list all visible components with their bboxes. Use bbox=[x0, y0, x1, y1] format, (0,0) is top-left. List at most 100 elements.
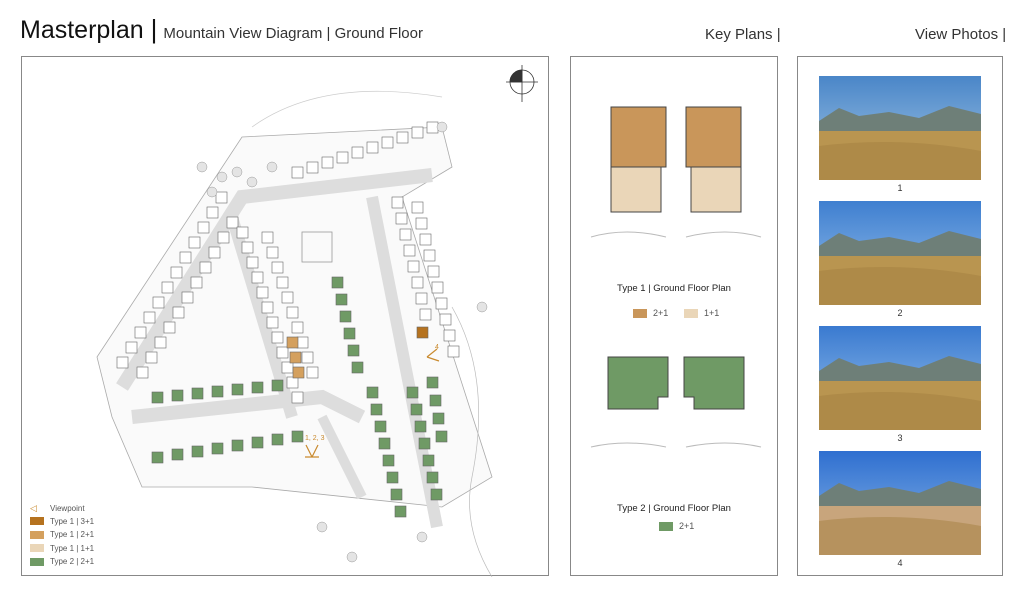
tree bbox=[206, 186, 218, 198]
house bbox=[366, 386, 379, 399]
house bbox=[215, 191, 228, 204]
photo-label: 2 bbox=[897, 308, 903, 318]
house bbox=[251, 271, 264, 284]
tree bbox=[266, 161, 278, 173]
view-photo-1[interactable] bbox=[819, 76, 981, 180]
view-photo-3[interactable] bbox=[819, 326, 981, 430]
house bbox=[414, 420, 427, 433]
legend-item: Type 1 | 2+1 bbox=[30, 530, 94, 539]
house bbox=[271, 261, 284, 274]
house bbox=[171, 448, 184, 461]
legend-item: Type 2 | 2+1 bbox=[30, 557, 94, 566]
house bbox=[145, 351, 158, 364]
road bbox=[366, 195, 443, 529]
house bbox=[188, 236, 201, 249]
type1-caption: Type 1 | Ground Floor Plan bbox=[617, 283, 731, 294]
house bbox=[291, 391, 304, 404]
house bbox=[217, 231, 230, 244]
house bbox=[286, 376, 299, 389]
house bbox=[431, 281, 444, 294]
page-title: Masterplan |Mountain View Diagram | Grou… bbox=[20, 14, 423, 45]
house bbox=[206, 206, 219, 219]
swatch bbox=[684, 308, 698, 318]
road bbox=[317, 414, 367, 500]
legend-swatch bbox=[30, 517, 44, 525]
house bbox=[181, 291, 194, 304]
house bbox=[395, 212, 408, 225]
house bbox=[435, 297, 448, 310]
house bbox=[439, 313, 452, 326]
legend-label: Viewpoint bbox=[50, 504, 85, 513]
house bbox=[347, 344, 360, 357]
house bbox=[125, 341, 138, 354]
type1-floor-plan bbox=[590, 106, 762, 238]
house bbox=[291, 166, 304, 179]
house bbox=[179, 251, 192, 264]
viewpoint-icon: ◁ bbox=[30, 503, 37, 513]
house bbox=[191, 445, 204, 458]
legend-label: Type 1 | 2+1 bbox=[50, 530, 95, 539]
house bbox=[423, 249, 436, 262]
house bbox=[331, 276, 344, 289]
house bbox=[163, 321, 176, 334]
house bbox=[366, 141, 379, 154]
house bbox=[211, 385, 224, 398]
house bbox=[292, 366, 305, 379]
house bbox=[321, 156, 334, 169]
view-photo-2[interactable] bbox=[819, 201, 981, 305]
house bbox=[211, 442, 224, 455]
house bbox=[143, 311, 156, 324]
road bbox=[131, 389, 366, 424]
house bbox=[134, 326, 147, 339]
house bbox=[251, 381, 264, 394]
house bbox=[246, 256, 259, 269]
house bbox=[151, 391, 164, 404]
house bbox=[391, 196, 404, 209]
type2-caption: Type 2 | Ground Floor Plan bbox=[617, 503, 731, 514]
house bbox=[411, 276, 424, 289]
house bbox=[435, 430, 448, 443]
house bbox=[415, 292, 428, 305]
house bbox=[301, 351, 314, 364]
house bbox=[306, 161, 319, 174]
house bbox=[416, 326, 429, 339]
tree bbox=[436, 121, 448, 133]
tree bbox=[416, 531, 428, 543]
house bbox=[370, 403, 383, 416]
legend-swatch bbox=[30, 544, 44, 552]
house bbox=[281, 291, 294, 304]
house bbox=[261, 231, 274, 244]
house bbox=[411, 126, 424, 139]
house bbox=[236, 226, 249, 239]
house bbox=[231, 383, 244, 396]
house bbox=[381, 136, 394, 149]
type2-floor-plan bbox=[590, 356, 762, 448]
legend-swatch bbox=[30, 530, 44, 539]
house bbox=[407, 260, 420, 273]
house bbox=[411, 201, 424, 214]
house bbox=[291, 430, 304, 443]
house bbox=[256, 286, 269, 299]
house bbox=[172, 306, 185, 319]
house bbox=[419, 308, 432, 321]
house bbox=[415, 217, 428, 230]
house bbox=[171, 389, 184, 402]
road bbox=[116, 168, 433, 391]
key-plans-heading: Key Plans | bbox=[705, 26, 781, 43]
house bbox=[197, 221, 210, 234]
house bbox=[382, 454, 395, 467]
type2-legend-2plus1: 2+1 bbox=[659, 521, 694, 531]
house bbox=[422, 454, 435, 467]
house bbox=[208, 246, 221, 259]
legend-label: Type 1 | 1+1 bbox=[50, 543, 95, 553]
type1-legend-1plus1: 1+1 bbox=[684, 308, 719, 318]
legend-item: Type 1 | 1+1 bbox=[30, 544, 94, 553]
house bbox=[271, 433, 284, 446]
house bbox=[443, 329, 456, 342]
tree bbox=[316, 521, 328, 533]
view-photo-4[interactable] bbox=[819, 451, 981, 555]
type1-legend-2plus1: 2+1 bbox=[633, 308, 668, 318]
house bbox=[390, 488, 403, 501]
key-plans-panel: Type 1 | Ground Floor Plan 2+1 1+1 Type … bbox=[570, 56, 778, 576]
